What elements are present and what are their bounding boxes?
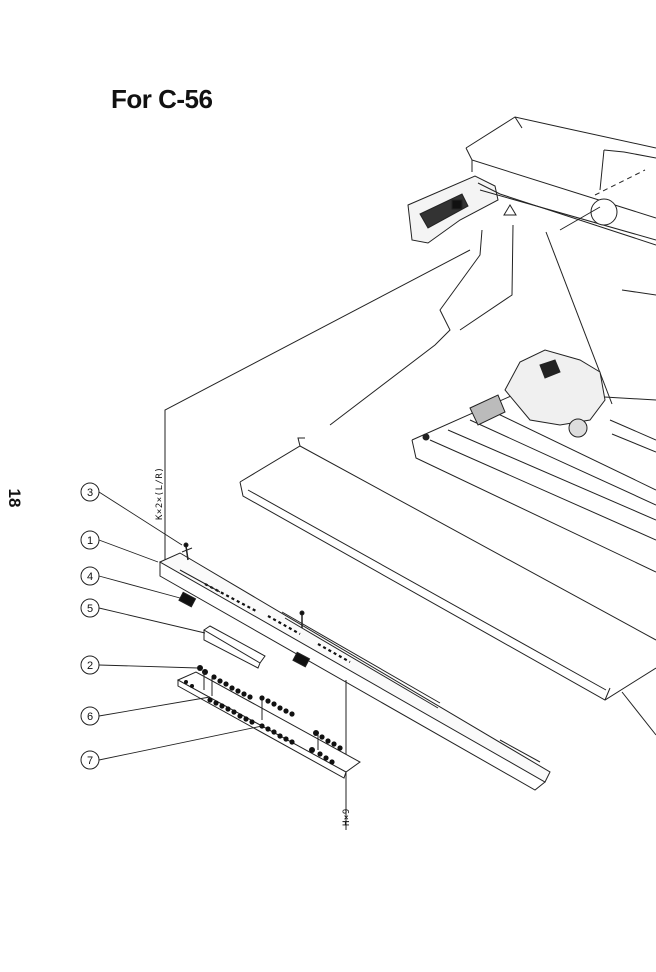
bracket-label-right: H×9 xyxy=(342,808,352,826)
key-slip-board xyxy=(239,437,656,736)
leader-lines xyxy=(164,224,514,830)
piano-cabinet xyxy=(407,116,656,405)
part-5-block xyxy=(203,625,266,669)
page-title: For C-56 xyxy=(111,84,213,114)
callout-7: 7 xyxy=(87,755,93,767)
part-4-felt xyxy=(178,591,311,668)
callout-leaders xyxy=(98,491,263,761)
callout-2: 2 xyxy=(87,660,93,672)
bracket-label-left: K×2×(L/R) xyxy=(155,467,165,520)
callout-4: 4 xyxy=(87,571,93,583)
keyboard-frame xyxy=(411,349,656,573)
part-1-rail xyxy=(158,547,551,791)
callout-circles xyxy=(80,482,100,770)
callout-6: 6 xyxy=(87,711,93,723)
part-6-7-plate xyxy=(176,665,361,779)
callout-3: 3 xyxy=(87,487,93,499)
part-3-screw xyxy=(183,542,305,628)
callout-1: 1 xyxy=(87,535,93,547)
callout-5: 5 xyxy=(87,603,93,615)
